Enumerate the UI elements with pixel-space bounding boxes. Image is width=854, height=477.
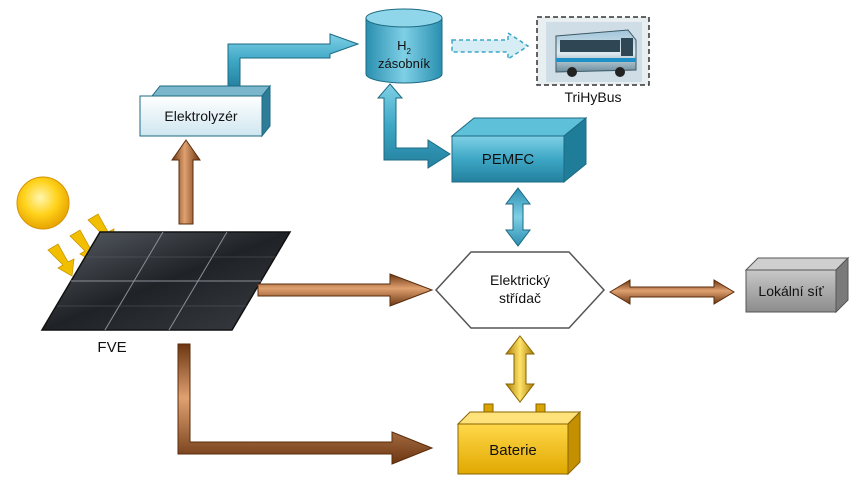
local-grid-label: Lokální síť [758,283,824,299]
inverter-label-1: Elektrický [490,272,550,288]
electrolyzer-box: Elektrolyzér [139,84,272,138]
inverter-label-2: střídač [499,290,541,306]
pemfc-label: PEMFC [482,151,535,168]
solar-panel [40,231,292,331]
electrolyzer-label: Elektrolyzér [164,108,237,124]
pv-inverter-arrow [257,273,434,307]
sun-icon [16,176,70,230]
bus-label: TriHyBus [564,89,621,105]
inverter-grid-arrow [609,279,735,305]
inverter-battery-arrow [504,335,536,403]
electrolyzer-to-storage-arrow [227,33,360,89]
storage-pemfc-arrow [376,83,451,169]
pemfc-inverter-arrow [505,187,531,247]
h2-storage-label-2: zásobník [378,56,431,71]
inverter-hexagon: Elektrický střídač [434,251,606,329]
h2-storage-tank: H2 zásobník [365,8,443,84]
storage-to-bus-arrow [451,31,530,61]
battery-label: Baterie [489,442,537,459]
pemfc-box: PEMFC [450,116,588,184]
local-grid-box: Lokální síť [744,256,850,314]
pv-electrolyzer-arrow [171,139,201,225]
battery-box: Baterie [456,403,582,476]
bus-image [536,16,650,86]
h2-storage-label: H2 [397,38,411,56]
pv-label: FVE [97,339,126,356]
pv-battery-arrow [177,343,434,465]
